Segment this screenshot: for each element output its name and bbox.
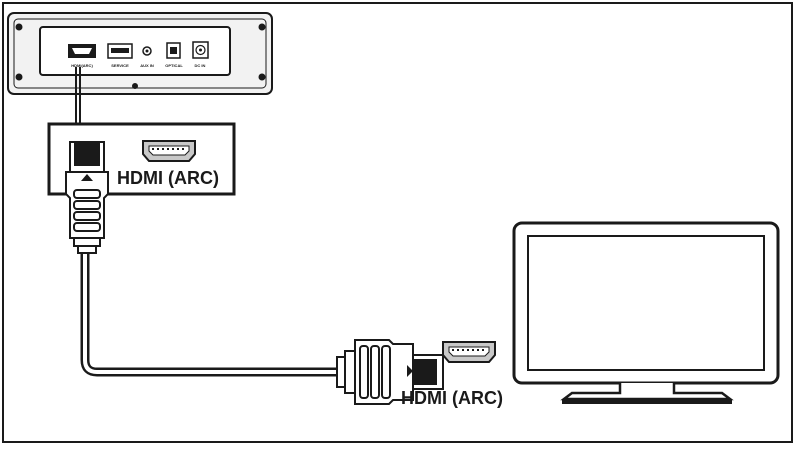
hdmi-cable xyxy=(80,245,342,377)
callout-leader-line xyxy=(75,67,81,124)
arrow-up-icon xyxy=(81,174,93,181)
optical-port-icon xyxy=(166,42,181,59)
port-recess xyxy=(39,26,231,76)
hdmi-plug-vertical xyxy=(65,141,109,254)
power-jack-icon xyxy=(192,41,209,59)
port-label-hdmi-arc: HDMI(ARC) xyxy=(71,63,93,68)
port-label-optical: OPTICAL xyxy=(165,63,183,68)
hdmi-port-icon xyxy=(442,341,496,363)
hdmi-port-icon xyxy=(68,44,96,58)
arrow-right-icon xyxy=(407,365,413,377)
port-label-dcin: DC IN xyxy=(195,63,206,68)
hdmi-plug-horizontal xyxy=(336,339,444,405)
television xyxy=(512,221,780,404)
tv-screen xyxy=(527,235,765,371)
hdmi-port-icon xyxy=(142,140,196,162)
port-label-service: SERVICE xyxy=(111,63,129,68)
port-label-aux: AUX IN xyxy=(140,63,154,68)
soundbar-back-panel: HDMI(ARC) SERVICE AUX IN OPTICAL DC IN xyxy=(7,12,273,95)
tv-port-label: HDMI (ARC) xyxy=(401,388,503,408)
screw-icon xyxy=(15,23,266,89)
audio-jack-icon xyxy=(142,46,152,56)
callout-label: HDMI (ARC) xyxy=(117,168,219,188)
usb-port-icon xyxy=(107,43,133,59)
